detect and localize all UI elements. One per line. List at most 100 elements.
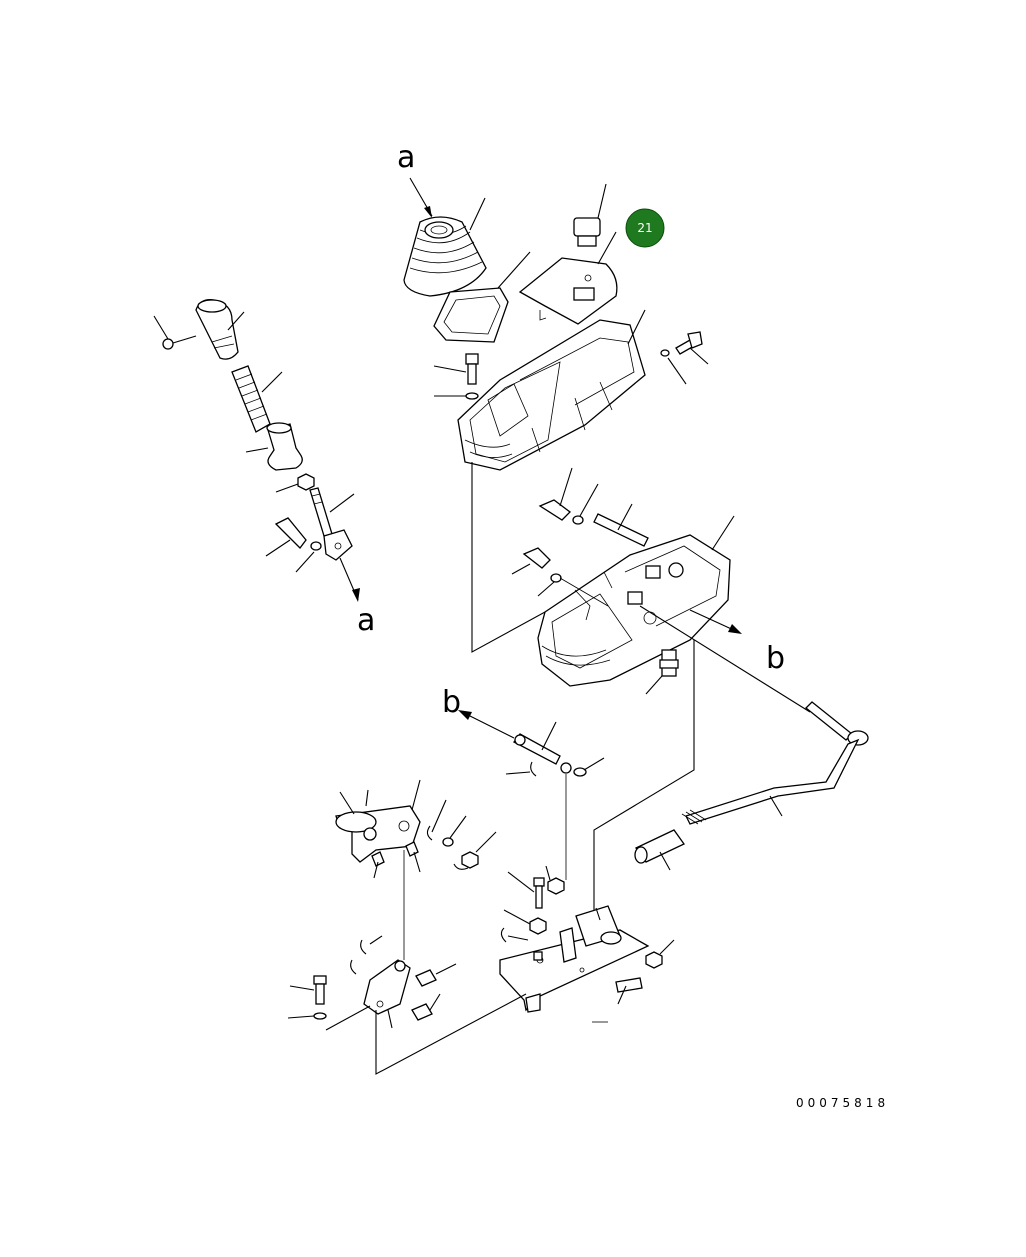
bolt-base — [529, 877, 547, 961]
leader-bolt-lower-2 — [511, 563, 531, 575]
grip-part — [195, 299, 239, 360]
arrow-b-left — [461, 711, 515, 739]
clip-base — [500, 927, 507, 943]
sleeve-part — [266, 422, 303, 471]
leader-base-bracket — [595, 907, 601, 921]
callout-badge-circle — [625, 208, 665, 248]
arrow-b-right-head — [728, 624, 742, 634]
connector-washer-bracket — [325, 1005, 371, 1031]
leader-sleeve — [245, 447, 269, 453]
leader-clip-link — [505, 771, 531, 775]
leader-pin-bracket — [365, 789, 369, 807]
connector-console-bracket — [593, 640, 695, 922]
leader-switch — [597, 183, 607, 219]
rod-end — [805, 701, 869, 746]
bolt-lower-2-axis — [559, 577, 609, 607]
leader-boot — [469, 197, 486, 231]
drawing-number: 00075818 — [796, 1096, 889, 1110]
leader-washer-bracket — [449, 815, 467, 839]
leader-rod-grip — [659, 851, 671, 871]
bolt-lower-2 — [522, 547, 562, 583]
nut-bracket — [461, 851, 479, 869]
clip-link — [530, 761, 537, 777]
leader-bolt-lower-1 — [559, 467, 573, 507]
leader-lever-shaft — [329, 493, 355, 513]
leader-bolt-clevis — [265, 539, 291, 557]
leader-bolt-upper-right — [689, 347, 709, 365]
bolt-lower-1 — [538, 499, 584, 525]
leader-washer-upper-right — [667, 357, 687, 385]
clip-lower-b — [350, 959, 357, 975]
bracket-left-upper — [335, 805, 421, 867]
leader-washer-lower-2 — [537, 581, 555, 597]
bracket-left-lower — [363, 959, 437, 1021]
clip-bracket-2 — [453, 863, 469, 870]
leader-nut-base-2 — [545, 865, 551, 881]
upper-console-part — [457, 319, 646, 471]
leader-nut-lever — [275, 483, 299, 493]
leader-shift-rod — [769, 795, 783, 817]
bolt-upper-left — [465, 353, 479, 400]
bolt-far-left — [313, 975, 327, 1020]
leader-lower-bracket — [387, 1009, 393, 1029]
washer-link — [573, 767, 587, 777]
leader-cover — [597, 231, 617, 265]
bolt-base-lower — [615, 977, 643, 993]
leader-lower-console — [711, 515, 735, 551]
arrow-a-top-head — [424, 206, 432, 218]
washer-bracket — [442, 837, 454, 847]
connector-bottom — [375, 993, 527, 1075]
boot-part — [403, 216, 487, 297]
label-a-top: a — [397, 140, 415, 175]
shift-lever-rod — [681, 738, 860, 825]
leader-clip-bracket — [431, 799, 447, 833]
arrow-b-left-head — [458, 710, 472, 720]
nut-base-2 — [547, 877, 565, 895]
leader-screw-grip — [153, 315, 169, 340]
leader-washer-link — [583, 757, 605, 771]
arrow-a-bottom-head — [352, 588, 360, 602]
leader-clip-lower-a — [369, 935, 383, 945]
leader-bolt-lower-a — [435, 963, 457, 975]
connector-upper-lower — [471, 462, 546, 653]
nut-lever — [297, 473, 315, 491]
leader-bolt-base-lower — [617, 985, 627, 1005]
link-rod — [513, 733, 572, 774]
bolt-clevis — [274, 517, 322, 551]
leader-grip — [227, 311, 245, 331]
lever-shaft-part — [309, 487, 353, 561]
clip-lower-a — [360, 939, 367, 955]
pin-lower-console — [593, 513, 649, 547]
callout-badge-number: 21 — [637, 221, 652, 235]
frame-ring-part — [433, 287, 509, 343]
leader-upper-console — [627, 309, 646, 345]
leader-washer-lower-1 — [579, 483, 599, 517]
leader-link-rod — [541, 721, 557, 751]
switch-part — [573, 217, 601, 247]
rod-grip — [634, 829, 685, 864]
bolt-upper-right — [660, 331, 703, 357]
cable-line — [639, 605, 811, 713]
clip-bracket — [426, 825, 433, 841]
leader-bolt-bracket-a — [373, 861, 379, 879]
holder-block — [659, 649, 679, 677]
leader-holder — [645, 675, 663, 695]
leader-pin-lower — [617, 503, 633, 531]
label-b-right: b — [766, 641, 785, 676]
leader-bolt-bracket-b — [413, 851, 421, 873]
callout-badge[interactable]: 21 — [625, 208, 665, 248]
spring-part — [231, 365, 271, 433]
leader-clip-base — [507, 935, 529, 941]
leader-washer-clevis — [295, 551, 315, 573]
leader-bolt-base — [507, 871, 535, 893]
leader-nut-bracket — [475, 831, 497, 853]
leader-bracket-upper — [411, 779, 421, 811]
leader-bolt-upper-left — [433, 365, 467, 373]
lower-console-part — [537, 534, 731, 687]
base-bracket — [499, 905, 650, 1013]
leader-washer-far-left — [287, 1015, 315, 1019]
label-a-bottom: a — [357, 603, 375, 638]
leader-frame — [497, 251, 531, 289]
leader-bolt-lower-b — [429, 993, 441, 1011]
